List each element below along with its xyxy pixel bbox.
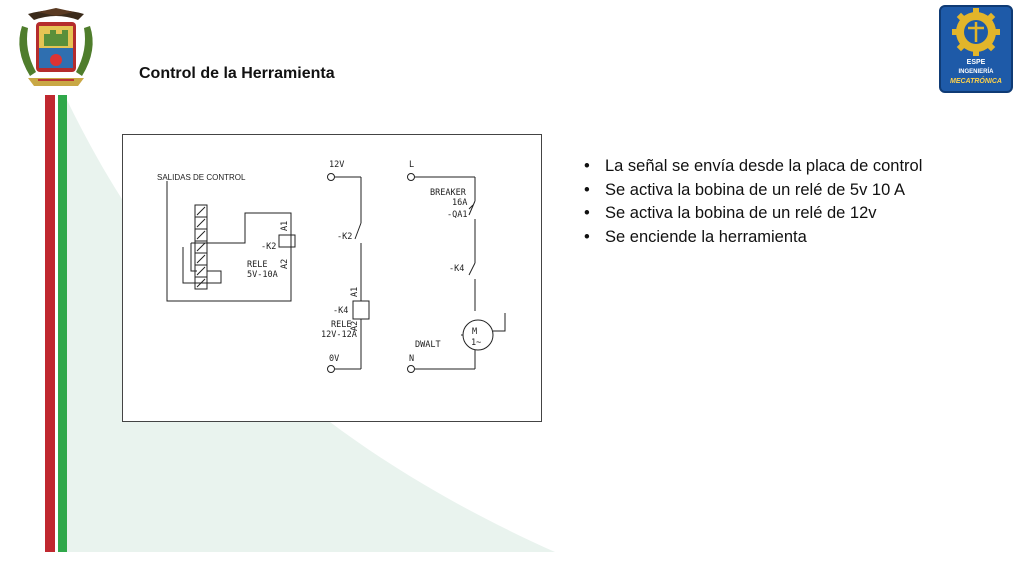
breaker-rating: 16A xyxy=(452,198,467,208)
wiring-diagram: SALIDAS DE CONTROL -K2 A1 A2 RELE 5V-10A… xyxy=(122,134,542,422)
slide-title: Control de la Herramienta xyxy=(139,65,335,82)
bullet-dot-icon: • xyxy=(584,204,590,222)
motor-symbol: M xyxy=(472,327,477,337)
line-n-label: N xyxy=(409,354,414,364)
bullet-item: • Se enciende la herramienta xyxy=(582,226,1012,250)
bullet-dot-icon: • xyxy=(584,227,590,246)
bullet-item: • Se activa la bobina de un relé de 5v 10… xyxy=(582,179,1012,203)
relay2-rating: 12V-12A xyxy=(321,330,357,340)
relay2-name: RELE xyxy=(331,320,351,330)
bullet-item: • La señal se envía desde la placa de con… xyxy=(582,155,1012,179)
line-l-label: L xyxy=(409,160,414,170)
logo-line-ingenieria: INGENIERÍA xyxy=(958,67,994,75)
bullet-dot-icon: • xyxy=(584,180,590,199)
contact-k4-label: -K4 xyxy=(449,264,464,274)
logo-line-espe: ESPE xyxy=(967,59,986,66)
supply-0v-label: 0V xyxy=(329,354,339,364)
breaker-id: -QA1 xyxy=(447,210,467,220)
contact-k2-label: -K2 xyxy=(337,232,352,242)
bullet-text: Se activa la bobina de un relé de 5v 10 … xyxy=(605,180,905,199)
relay2-a1: A1 xyxy=(350,287,360,297)
relay1-rating: 5V-10A xyxy=(247,270,278,280)
bullet-text: La señal se envía desde la placa de cont… xyxy=(605,157,923,175)
bullet-dot-icon: • xyxy=(584,157,590,175)
breaker-name: BREAKER xyxy=(430,188,467,198)
relay1-a2: A2 xyxy=(280,259,290,269)
bullet-item: • Se activa la bobina de un relé de 12v xyxy=(582,202,1012,226)
motor-phase: 1~ xyxy=(471,338,481,348)
stripe-separator xyxy=(55,95,58,552)
relay2-id: -K4 xyxy=(333,306,348,316)
supply-12v-label: 12V xyxy=(329,160,344,170)
bullet-text: Se activa la bobina de un relé de 12v xyxy=(605,204,877,222)
wiring-diagram-svg: SALIDAS DE CONTROL -K2 A1 A2 RELE 5V-10A… xyxy=(157,160,506,373)
espe-mechatronics-logo: ESPE INGENIERÍA MECATRÓNICA xyxy=(938,4,1014,94)
red-stripe xyxy=(45,95,55,552)
control-outputs-label: SALIDAS DE CONTROL xyxy=(157,173,246,182)
relay1-id: -K2 xyxy=(261,242,276,252)
tool-label: DWALT xyxy=(415,340,441,350)
coat-of-arms-logo xyxy=(19,8,93,86)
relay1-a1: A1 xyxy=(280,221,290,231)
bullet-list: • La señal se envía desde la placa de con… xyxy=(582,155,1012,249)
relay1-name: RELE xyxy=(247,260,267,270)
logo-line-mecatronica: MECATRÓNICA xyxy=(950,76,1002,85)
relay2-a2: A2 xyxy=(350,321,360,331)
bullet-text: Se enciende la herramienta xyxy=(605,227,807,246)
green-stripe xyxy=(58,95,67,552)
